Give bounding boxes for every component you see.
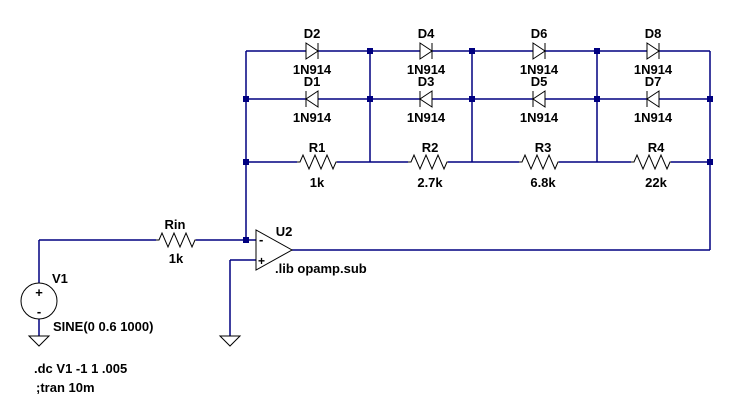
resistor-rin-value: 1k bbox=[169, 251, 184, 266]
diode-d1-ref: D1 bbox=[304, 74, 321, 89]
resistor-r4-ref: R4 bbox=[648, 140, 665, 155]
resistor-r4: R4 22k bbox=[631, 140, 671, 190]
opamp-ref: U2 bbox=[276, 224, 293, 239]
diode-d5-ref: D5 bbox=[531, 74, 548, 89]
diode-d3-model: 1N914 bbox=[407, 110, 446, 125]
diode-d1: D1 1N914 bbox=[293, 74, 332, 125]
diode-d2: D2 1N914 bbox=[293, 26, 332, 77]
wires bbox=[38, 50, 711, 336]
diode-d2-ref: D2 bbox=[304, 26, 321, 41]
source-ref: V1 bbox=[52, 271, 68, 286]
source-minus-sign: - bbox=[37, 304, 41, 319]
ground-source bbox=[27, 335, 51, 347]
resistor-r4-value: 22k bbox=[645, 175, 667, 190]
diode-d6: D6 1N914 bbox=[520, 26, 559, 77]
diode-d8: D8 1N914 bbox=[634, 26, 673, 77]
opamp-lib-directive: .lib opamp.sub bbox=[275, 261, 367, 276]
diode-d7-model: 1N914 bbox=[634, 110, 673, 125]
source-plus-sign: + bbox=[35, 285, 43, 300]
ground-opamp bbox=[218, 335, 242, 347]
resistor-r1-value: 1k bbox=[310, 175, 325, 190]
diode-d6-model: 1N914 bbox=[520, 62, 559, 77]
source-value: SINE(0 0.6 1000) bbox=[53, 319, 153, 334]
diode-d6-ref: D6 bbox=[531, 26, 548, 41]
resistor-rin-ref: Rin bbox=[165, 217, 186, 232]
resistor-r1-ref: R1 bbox=[309, 140, 326, 155]
diode-d3: D3 1N914 bbox=[407, 74, 446, 125]
resistor-r2-ref: R2 bbox=[422, 140, 439, 155]
resistor-r2-value: 2.7k bbox=[417, 175, 443, 190]
diode-d5-model: 1N914 bbox=[520, 110, 559, 125]
diode-d1-model: 1N914 bbox=[293, 110, 332, 125]
resistor-r3: R3 6.8k bbox=[519, 140, 559, 190]
diode-d7: D7 1N914 bbox=[634, 74, 673, 125]
resistor-r2: R2 2.7k bbox=[408, 140, 448, 190]
opamp-plus-sign: + bbox=[258, 254, 265, 268]
diode-d2-model: 1N914 bbox=[293, 62, 332, 77]
resistor-r3-ref: R3 bbox=[535, 140, 552, 155]
diode-d7-ref: D7 bbox=[645, 74, 662, 89]
tran-directive: ;tran 10m bbox=[36, 380, 95, 395]
diode-d3-ref: D3 bbox=[418, 74, 435, 89]
opamp-u2: - + U2 .lib opamp.sub bbox=[255, 224, 367, 276]
diode-d4-model: 1N914 bbox=[407, 62, 446, 77]
resistor-r3-value: 6.8k bbox=[530, 175, 556, 190]
diode-d8-model: 1N914 bbox=[634, 62, 673, 77]
diode-d4: D4 1N914 bbox=[407, 26, 446, 77]
opamp-minus-sign: - bbox=[259, 232, 263, 247]
dc-directive: .dc V1 -1 1 .005 bbox=[34, 361, 127, 376]
diode-d5: D5 1N914 bbox=[520, 74, 559, 125]
diode-d4-ref: D4 bbox=[418, 26, 435, 41]
diode-d8-ref: D8 bbox=[645, 26, 662, 41]
resistor-r1: R1 1k bbox=[297, 140, 337, 190]
voltage-source-v1: + - V1 SINE(0 0.6 1000) bbox=[20, 271, 153, 334]
resistor-rin: Rin 1k bbox=[156, 217, 196, 266]
junctions bbox=[243, 48, 713, 243]
